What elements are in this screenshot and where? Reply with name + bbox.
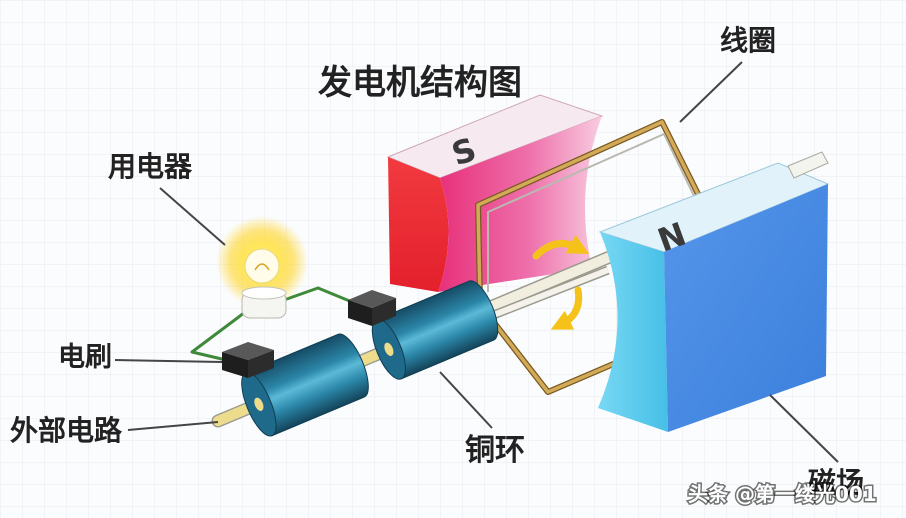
label-magnetic-field: 磁场 (808, 466, 864, 499)
north-magnet: N (598, 151, 830, 432)
bulb-base-top (241, 286, 287, 300)
circuit-wire-right (283, 286, 353, 304)
copper-ring-rear (371, 280, 499, 380)
bulb-filament (254, 263, 270, 271)
coil-wire-lower (490, 318, 619, 394)
copper-ring-rear-hole (384, 342, 394, 356)
copper-ring-front-body (245, 333, 369, 437)
brush-lower-front (222, 352, 248, 378)
coil-wire-upper-parallel (487, 133, 695, 292)
leader-magnetic-field (769, 394, 839, 463)
label-brush: 电刷 (58, 342, 112, 373)
brush-upper (348, 290, 396, 326)
north-magnet-pole-face (598, 232, 668, 432)
coil (475, 119, 703, 395)
rotation-arrows (532, 234, 590, 330)
leader-coil (679, 61, 743, 123)
rotation-arrow-upper (532, 234, 590, 260)
south-magnet: S (386, 94, 604, 292)
light-bulb (216, 216, 308, 319)
brush-lower-side (248, 350, 274, 378)
label-electrical-appliance: 用电器 (108, 150, 193, 183)
leader-brush (114, 359, 223, 363)
brush-lower (222, 342, 274, 378)
watermark-text: 头条 @第一缕光001 (688, 482, 877, 506)
coil-wire-upper (476, 120, 702, 301)
copper-ring-front (241, 333, 369, 437)
leader-copper-ring (439, 371, 493, 429)
shaft-rod-second (484, 267, 610, 321)
label-coil: 线圈 (720, 24, 776, 57)
leader-external-circuit (127, 421, 219, 431)
bulb-glass (244, 248, 280, 284)
brush-lower-top (222, 342, 274, 360)
label-external-circuit: 外部电路 (10, 414, 123, 447)
copper-ring-rear-body (375, 280, 499, 380)
brush-upper-top (348, 290, 396, 308)
brush-upper-side (372, 298, 396, 326)
label-copper-ring: 铜环 (465, 433, 525, 468)
shaft-end-stub (787, 151, 829, 179)
brush-upper-front (348, 300, 372, 326)
leader-lines (114, 61, 839, 463)
south-magnet-side-face (388, 157, 449, 292)
copper-ring-front-hole (254, 397, 264, 411)
rotation-arrow-lower (550, 286, 583, 330)
north-magnet-front-face (664, 184, 828, 432)
diagram-title: 发电机结构图 (318, 63, 522, 103)
leader-electrical-appliance (159, 187, 226, 246)
